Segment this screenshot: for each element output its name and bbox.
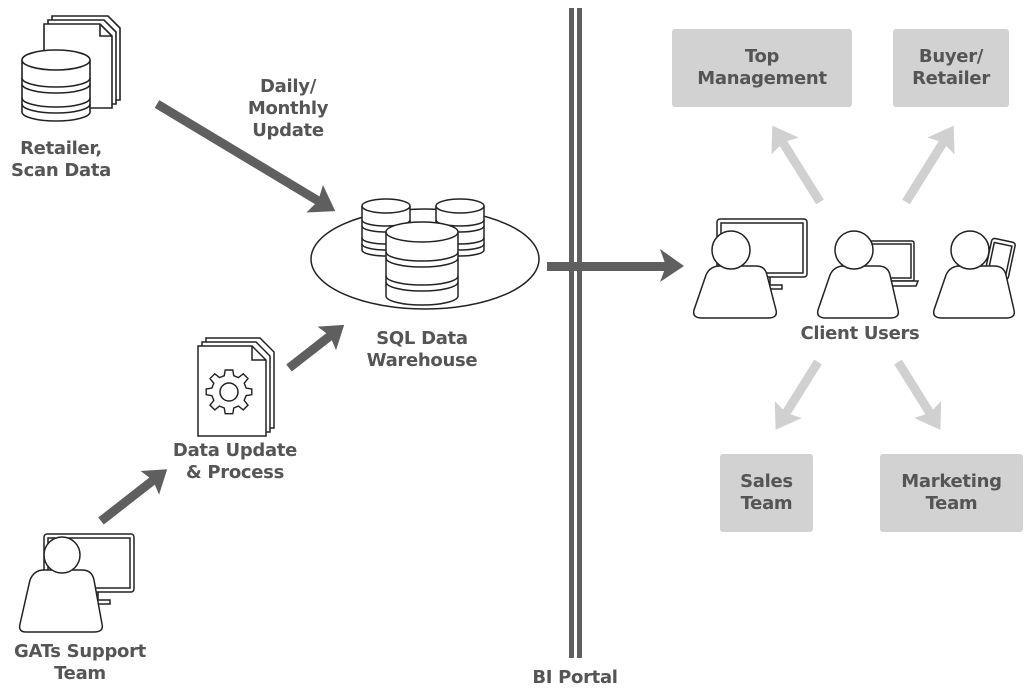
- buyer-retailer-label: Buyer/ Retailer: [912, 46, 990, 89]
- arrow-retailer-to-warehouse: [154, 100, 336, 213]
- user-tablet-icon: [932, 230, 1016, 319]
- marketing-team-label: Marketing Team: [901, 471, 1002, 514]
- database-cluster-icon: [310, 198, 540, 310]
- retailer-scan-data-label: Retailer, Scan Data: [10, 138, 111, 181]
- daily-monthly-update-label: Daily/ Monthly Update: [247, 76, 329, 141]
- arrow-warehouse-to-clients: [547, 249, 684, 282]
- client-users-label: Client Users: [800, 323, 920, 344]
- top-management-box: Top Management: [672, 29, 852, 107]
- data-update-process-label: Data Update & Process: [172, 440, 298, 483]
- arrow-clients-to-buyer-retailer: [902, 125, 955, 205]
- arrows-dark: [98, 100, 684, 525]
- gear-document-icon: [197, 337, 275, 437]
- arrow-clients-to-top-management: [771, 125, 824, 205]
- sales-team-box: Sales Team: [720, 454, 813, 532]
- user-desktop-icon: [18, 533, 135, 633]
- arrow-process-to-warehouse: [286, 324, 345, 372]
- arrow-clients-to-marketing-team: [894, 359, 942, 430]
- arrow-clients-to-sales-team: [774, 359, 822, 430]
- top-management-label: Top Management: [697, 46, 827, 89]
- bi-portal-divider: [569, 8, 582, 658]
- sales-team-label: Sales Team: [740, 471, 793, 514]
- gats-support-team-label: GATs Support Team: [14, 641, 146, 684]
- database-documents-icon: [21, 15, 121, 122]
- marketing-team-box: Marketing Team: [880, 454, 1023, 532]
- bi-portal-label: BI Portal: [532, 667, 618, 688]
- arrows-light: [771, 125, 955, 430]
- arrow-gats-to-process: [98, 469, 168, 525]
- sql-data-warehouse-label: SQL Data Warehouse: [366, 328, 478, 371]
- buyer-retailer-box: Buyer/ Retailer: [893, 29, 1009, 107]
- user-laptop-icon: [816, 230, 920, 319]
- user-desktop-icon: [692, 218, 808, 319]
- gear-icon: [205, 369, 253, 415]
